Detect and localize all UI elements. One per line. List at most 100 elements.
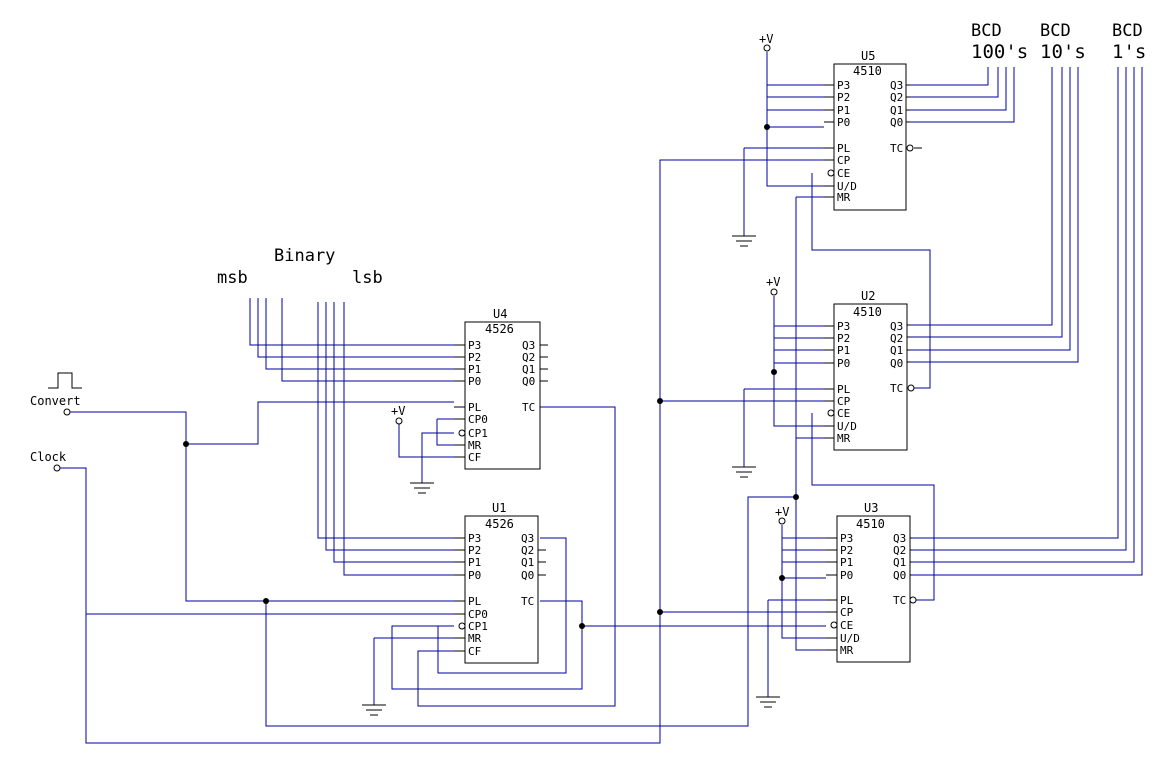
pin-label: CP1	[468, 427, 488, 440]
junction	[771, 369, 777, 375]
pin-label: TC	[890, 142, 903, 155]
pin-label: P2	[468, 351, 481, 364]
plus-v-label: +V	[775, 505, 789, 519]
pin-label: P0	[840, 569, 853, 582]
pin-label: Q3	[521, 532, 534, 545]
inverting-bubble	[906, 144, 914, 152]
pin-label: Q3	[890, 79, 903, 92]
ground-symbols	[362, 235, 780, 716]
pin-label: Q1	[890, 344, 903, 357]
pin-label: P2	[837, 91, 850, 104]
lsb-label: lsb	[352, 268, 383, 288]
chip-body	[464, 321, 541, 470]
pin-label: P2	[840, 544, 853, 557]
plus-v-label: +V	[759, 32, 773, 46]
pin-label: P0	[468, 375, 481, 388]
pin-label: Q3	[893, 532, 906, 545]
pin-label: P1	[837, 344, 850, 357]
chip-u1[interactable]: U1 4526 P3 P2 P1 P0 PL CP0 CP1 MR CF Q3 …	[454, 501, 546, 664]
clock-terminal[interactable]	[53, 464, 61, 472]
pin-label: P2	[468, 544, 481, 557]
pin-label: Q2	[521, 544, 534, 557]
pin-label: CE	[837, 167, 850, 180]
plus-v-label: +V	[391, 404, 405, 418]
junction	[764, 124, 770, 130]
chip-body	[464, 515, 539, 664]
binary-label: Binary	[274, 246, 335, 266]
plus-v-terminal	[770, 288, 778, 296]
pin-label: PL	[837, 383, 851, 396]
pin-label: Q3	[522, 339, 535, 352]
pin-label: P3	[468, 532, 481, 545]
chip-u4[interactable]: U4 4526 P3 P2 P1 P0 PL CP0 CP1 MR CF Q3 …	[454, 307, 548, 470]
junction	[793, 494, 799, 500]
pin-label: P2	[837, 332, 850, 345]
pin-label: Q0	[522, 375, 535, 388]
plus-v-label: +V	[766, 275, 780, 289]
inverting-bubble	[458, 622, 466, 630]
pin-label: CF	[468, 451, 481, 464]
pin-label: TC	[522, 401, 535, 414]
pin-label: CE	[840, 619, 853, 632]
pin-label: Q1	[890, 104, 903, 117]
pin-label: CP	[837, 154, 851, 167]
pin-label: PL	[468, 401, 482, 414]
pin-label: U/D	[840, 632, 860, 645]
hundreds-label: 100's	[971, 41, 1028, 63]
pulse-icon	[48, 372, 82, 389]
junction	[579, 623, 585, 629]
junction	[263, 598, 269, 604]
convert-terminal[interactable]	[63, 408, 71, 416]
chip-u2[interactable]: U2 4510 P3 P2 P1 P0 PL CP CE U/D MR Q3 Q…	[824, 289, 915, 451]
pin-label: CP0	[468, 413, 488, 426]
pin-label: Q2	[890, 91, 903, 104]
ground-icon	[362, 704, 386, 716]
pin-label: MR	[837, 432, 851, 445]
bcd-tens-label: BCD	[1040, 21, 1071, 41]
clock-label: Clock	[30, 450, 67, 464]
chip-u3[interactable]: U3 4510 P3 P2 P1 P0 PL CP CE U/D MR Q3 Q…	[826, 501, 917, 663]
ground-icon	[732, 466, 756, 478]
chip-body	[833, 303, 908, 451]
wires	[60, 52, 1143, 744]
pin-label: Q0	[890, 116, 903, 129]
chip-ref: U4	[493, 307, 507, 321]
pin-label: CP0	[468, 608, 488, 621]
pin-label: Q0	[890, 357, 903, 370]
pin-label: Q0	[521, 569, 534, 582]
chip-body	[833, 63, 907, 211]
ground-icon	[410, 482, 434, 494]
inverting-bubble	[909, 596, 917, 604]
pin-label: P0	[468, 569, 481, 582]
bcd-hundreds-label: BCD	[971, 21, 1002, 41]
ones-label: 1's	[1112, 41, 1146, 63]
chip-ref: U5	[861, 49, 875, 63]
ground-icon	[732, 235, 756, 247]
pin-label: CP1	[468, 620, 488, 633]
pin-label: Q2	[893, 544, 906, 557]
junctions	[183, 124, 799, 629]
pin-label: Q3	[890, 320, 903, 333]
pin-label: MR	[840, 644, 854, 657]
pin-label: CF	[468, 645, 481, 658]
plus-v-terminal	[763, 44, 771, 52]
pin-label: PL	[837, 142, 851, 155]
pin-label: U/D	[837, 180, 857, 193]
pin-label: P0	[837, 116, 850, 129]
pin-label: MR	[468, 439, 482, 452]
pin-label: Q1	[521, 556, 534, 569]
convert-label: Convert	[30, 394, 81, 408]
pin-label: P1	[837, 104, 850, 117]
pin-label: CP	[840, 606, 854, 619]
pin-label: Q2	[522, 351, 535, 364]
pin-label: U/D	[837, 420, 857, 433]
chip-ref: U3	[864, 501, 878, 515]
pin-label: PL	[468, 595, 482, 608]
chip-u5[interactable]: U5 4510 P3 P2 P1 P0 PL CP CE U/D MR Q3 Q…	[824, 49, 922, 211]
pin-label: TC	[521, 595, 534, 608]
chip-ref: U2	[861, 289, 875, 303]
inverting-bubble	[827, 169, 835, 177]
pin-label: Q0	[893, 569, 906, 582]
pin-label: TC	[893, 594, 906, 607]
